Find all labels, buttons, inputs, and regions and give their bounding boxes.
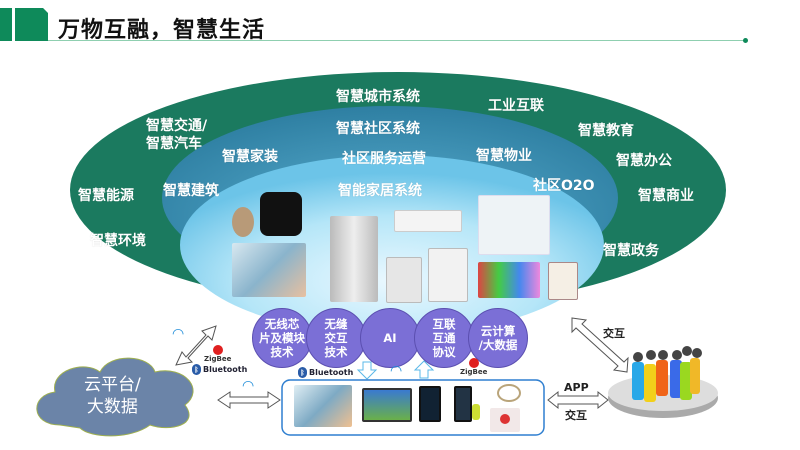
tech-wireless-chip: 无线芯片及模块技术 bbox=[252, 308, 312, 368]
device-laptop bbox=[362, 388, 412, 422]
label-smart-education: 智慧教育 bbox=[578, 123, 634, 139]
tech-ai: AI bbox=[360, 308, 420, 368]
wifi-icon: ◠ bbox=[390, 363, 403, 379]
tech-interop-protocol: 互联互通协议 bbox=[414, 308, 474, 368]
label-smart-office: 智慧办公 bbox=[616, 153, 672, 169]
label-smart-city: 智慧城市系统 bbox=[336, 89, 420, 105]
wifi-icon: ◠ bbox=[172, 326, 185, 342]
header-divider-dot bbox=[743, 38, 748, 43]
tech-cloud-bigdata: 云计算/大数据 bbox=[468, 308, 528, 368]
device-wristband bbox=[472, 404, 480, 420]
interaction-arrow bbox=[571, 317, 629, 373]
app-arrow bbox=[547, 390, 609, 410]
label-smart-building: 智慧建筑 bbox=[163, 183, 219, 199]
label-smart-government: 智慧政务 bbox=[603, 243, 659, 259]
label-community-services: 社区服务运营 bbox=[342, 151, 426, 167]
zigbee-icon bbox=[468, 358, 479, 368]
wifi-icon: ◠ bbox=[242, 378, 255, 394]
header-accent-bar bbox=[15, 8, 48, 41]
page-title: 万物互融，智慧生活 bbox=[58, 18, 266, 43]
cloud-devices-arrow bbox=[217, 391, 281, 409]
app-label: APP bbox=[564, 381, 589, 394]
label-smart-decoration: 智慧家装 bbox=[222, 149, 278, 165]
device-tablet bbox=[419, 386, 441, 422]
product-air-conditioner bbox=[394, 210, 462, 232]
zigbee-logo-right: ZigBee bbox=[460, 358, 487, 376]
product-tv bbox=[232, 243, 306, 297]
product-smart-speaker bbox=[260, 192, 302, 236]
cloud-wifi-arrow bbox=[175, 325, 217, 366]
bluetooth-icon: ᛒ bbox=[298, 367, 307, 378]
down-arrow bbox=[356, 361, 378, 380]
device-voice-assistant bbox=[490, 408, 520, 432]
label-smart-transport: 智慧交通/ bbox=[146, 118, 208, 134]
label-industrial-iot: 工业互联 bbox=[488, 98, 544, 114]
product-smart-bulbs bbox=[478, 262, 540, 298]
product-camera bbox=[232, 207, 254, 237]
label-smart-environment: 智慧环境 bbox=[90, 233, 146, 249]
interaction-label-top: 交互 bbox=[603, 327, 625, 340]
microphone-icon bbox=[500, 414, 510, 424]
zigbee-logo-left: ZigBee bbox=[204, 345, 231, 363]
cloud-platform-label: 云平台/大数据 bbox=[84, 375, 141, 417]
tech-seamless-interaction: 无缝交互技术 bbox=[306, 308, 366, 368]
header-accent-bar-small bbox=[0, 8, 12, 41]
label-smart-energy: 智慧能源 bbox=[78, 188, 134, 204]
bluetooth-icon: ᛒ bbox=[192, 364, 201, 375]
product-washing-machine bbox=[428, 248, 468, 302]
label-community-o2o: 社区O2O bbox=[533, 178, 595, 194]
device-headphones bbox=[497, 384, 521, 402]
label-smart-commerce: 智慧商业 bbox=[638, 188, 694, 204]
users-group-icon bbox=[630, 346, 702, 410]
up-arrow bbox=[413, 360, 435, 379]
product-air-purifier bbox=[386, 257, 422, 303]
label-smart-community: 智慧社区系统 bbox=[336, 121, 420, 137]
interaction-label-bottom: 交互 bbox=[565, 409, 587, 422]
cloud-shape bbox=[36, 357, 194, 437]
device-tv bbox=[294, 385, 352, 427]
header-divider bbox=[48, 40, 746, 41]
product-switch-panel bbox=[548, 262, 578, 300]
label-smart-car: 智慧汽车 bbox=[146, 136, 202, 152]
product-sensors bbox=[478, 195, 550, 255]
device-phone bbox=[454, 386, 472, 422]
product-fridge bbox=[330, 216, 378, 302]
zigbee-icon bbox=[212, 345, 223, 355]
label-smart-home: 智能家居系统 bbox=[338, 183, 422, 199]
label-smart-property: 智慧物业 bbox=[476, 148, 532, 164]
